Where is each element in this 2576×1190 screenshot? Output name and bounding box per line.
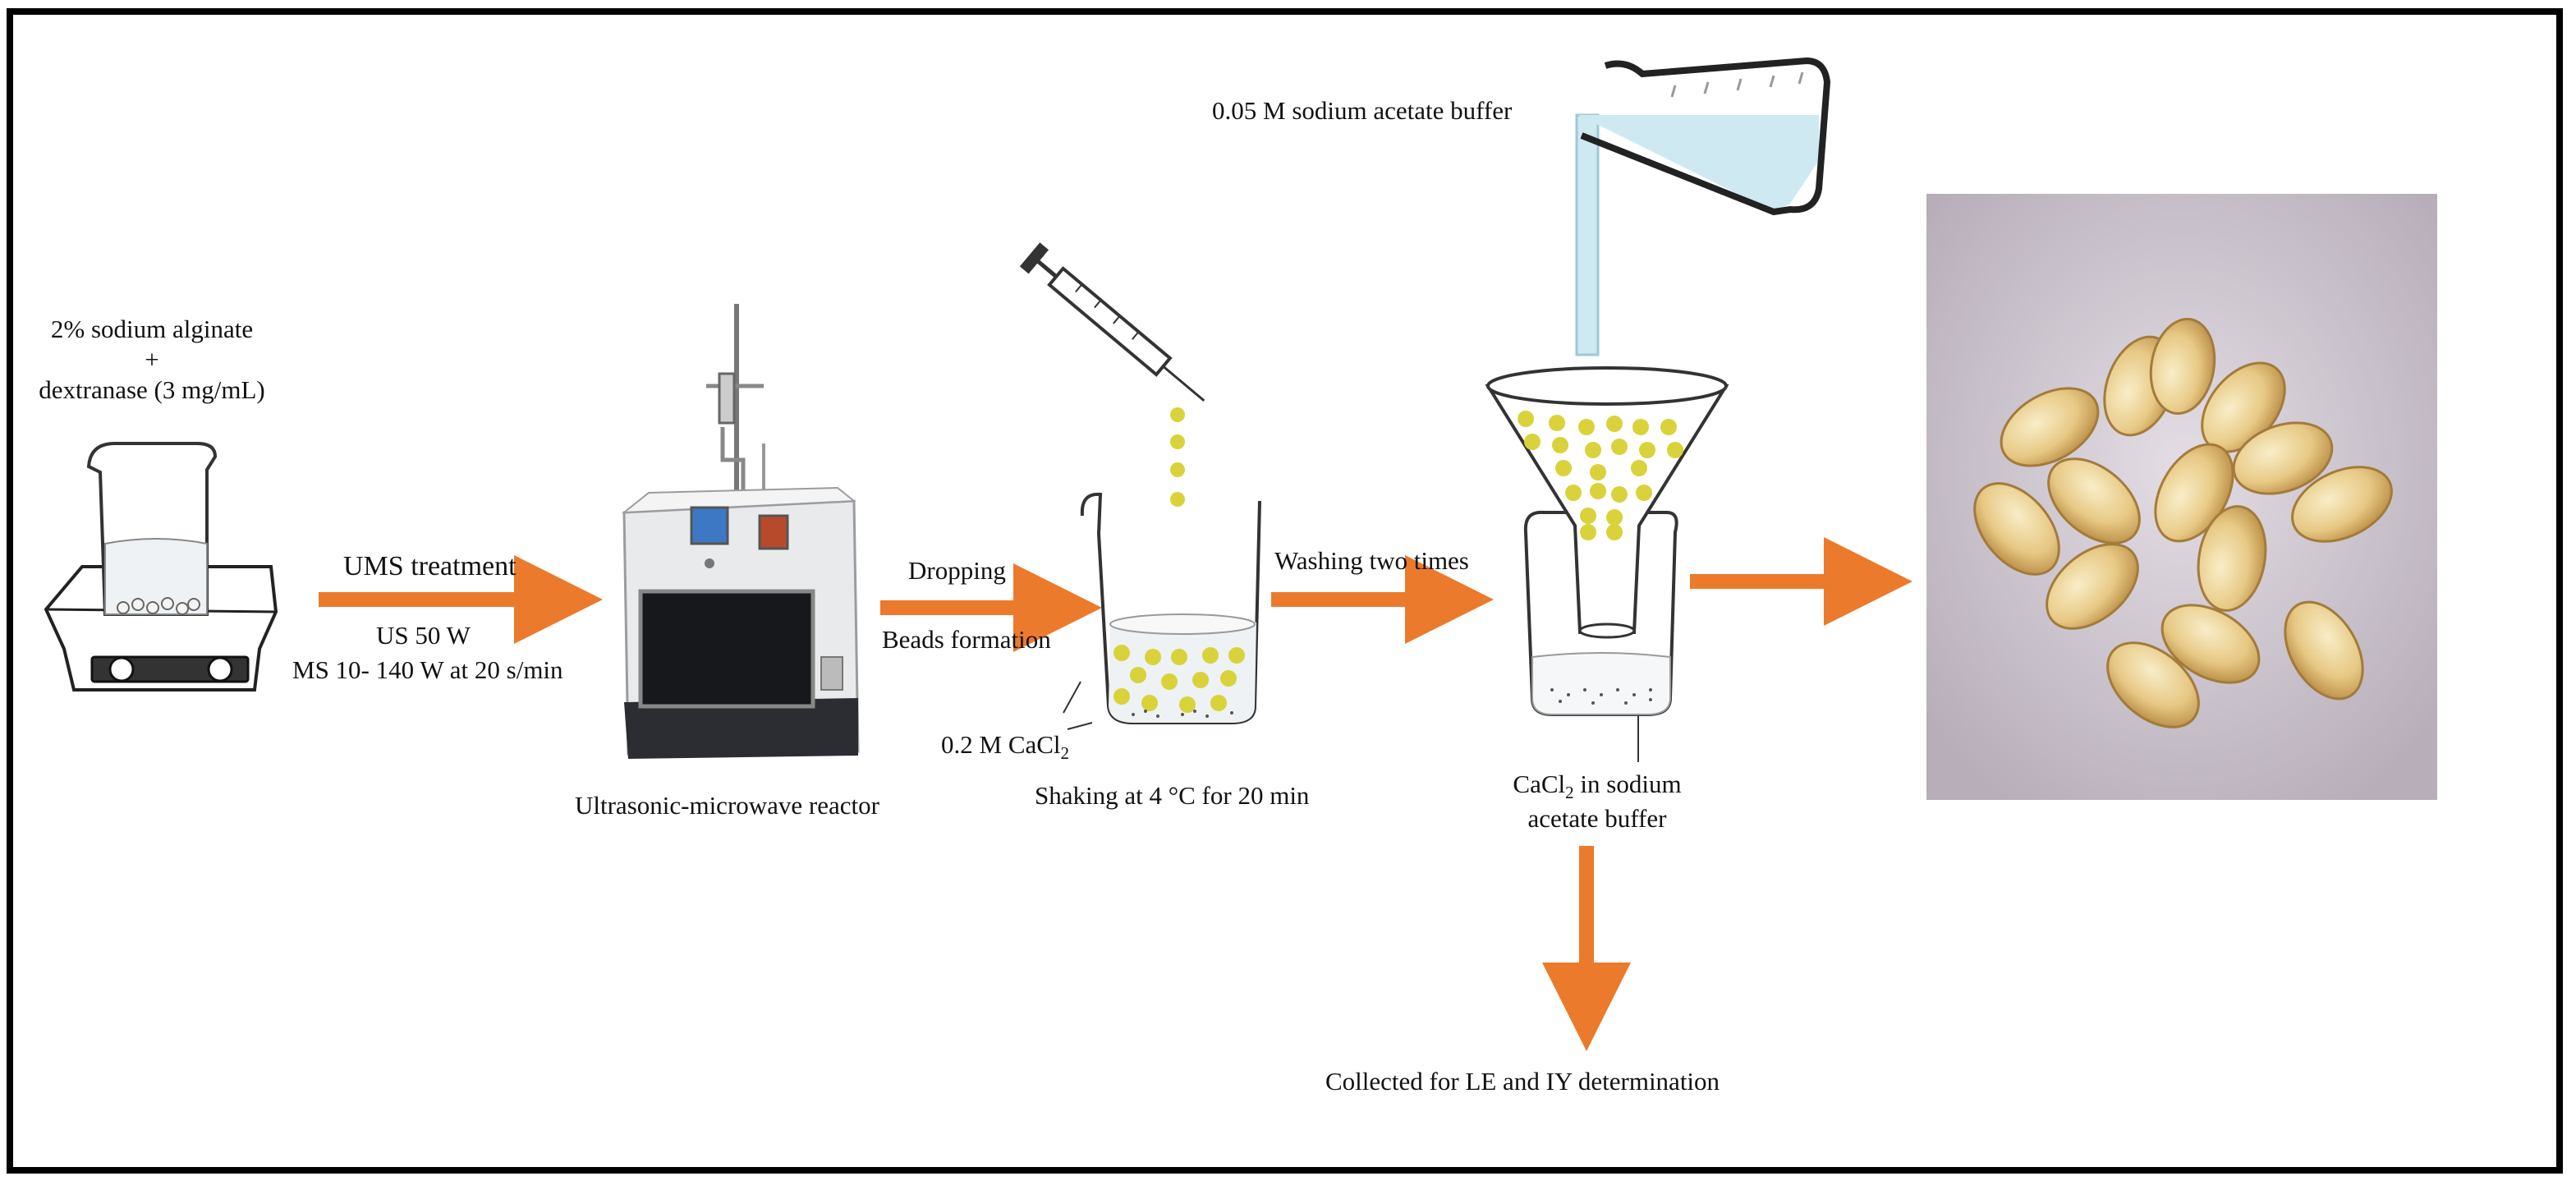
funnel-buffer-label: CaCl2 in sodium acetate buffer	[1513, 770, 1682, 834]
syringe-icon	[1019, 242, 1205, 402]
ums-treatment-label: UMS treatment	[343, 551, 517, 581]
reactor-icon	[621, 304, 860, 759]
funnel-beaker-icon	[1485, 366, 1729, 762]
dropping-label: Dropping	[908, 556, 1006, 585]
collected-label: Collected for LE and IY determination	[1325, 1067, 1720, 1096]
reactor-label: Ultrasonic-microwave reactor	[575, 791, 879, 820]
cacl2-label: 0.2 M CaCl2	[941, 730, 1070, 764]
washing-label: Washing two times	[1274, 546, 1469, 575]
beads-beaker-icon	[1063, 492, 1261, 730]
shaking-label: Shaking at 4 °C for 20 min	[1035, 781, 1310, 810]
ms-power-label: MS 10- 140 W at 20 s/min	[292, 655, 563, 684]
capsules-photo	[1926, 194, 2437, 800]
us-power-label: US 50 W	[376, 621, 471, 650]
pouring-beaker-icon	[1575, 57, 1831, 356]
beads-formation-label: Beads formation	[882, 625, 1051, 654]
buffer-label: 0.05 M sodium acetate buffer	[1212, 96, 1513, 125]
hotplate-beaker-icon	[44, 442, 278, 691]
step1-label: 2% sodium alginate + dextranase (3 mg/mL…	[39, 315, 265, 405]
